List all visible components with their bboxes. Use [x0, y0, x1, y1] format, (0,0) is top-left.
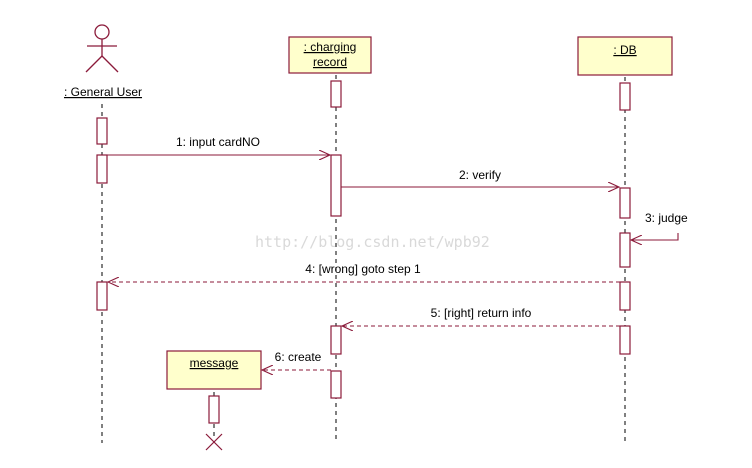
activation-user-2 [96, 154, 108, 184]
message-1: 1: input cardNO [107, 135, 330, 155]
charging-record-label-line1: : charging [304, 40, 357, 54]
object-message: message [166, 350, 262, 451]
object-db: : DB [577, 36, 673, 76]
destroy-x-icon [205, 433, 223, 451]
message-6: 6: create [262, 350, 331, 370]
activation-db-4 [619, 281, 631, 311]
watermark: http://blog.csdn.net/wpb92 [255, 233, 490, 251]
activation-record-2 [330, 154, 342, 217]
activation-db-3 [619, 232, 631, 268]
db-box [577, 36, 673, 76]
message-2-label: 2: verify [459, 168, 501, 182]
charging-record-label-line2: record [313, 55, 347, 69]
activation-record-3 [330, 325, 342, 355]
message-5-label: 5: [right] return info [431, 306, 532, 320]
activation-db-2 [619, 187, 631, 219]
message-box [166, 350, 262, 390]
activation-user-1 [96, 117, 108, 145]
actor-general-user: : General User [64, 24, 142, 99]
activation-db-5 [619, 325, 631, 355]
message-1-label: 1: input cardNO [176, 135, 260, 149]
actor-leg-left [85, 55, 103, 73]
message-6-label: 6: create [275, 350, 322, 364]
actor-leg-right [101, 55, 119, 73]
message-4-label: 4: [wrong] goto step 1 [305, 262, 421, 276]
actor-head-icon [94, 24, 110, 40]
activation-db-1 [619, 82, 631, 111]
message-label: message [190, 356, 239, 370]
message-3: 3: judge [631, 211, 688, 240]
message-2: 2: verify [341, 168, 619, 187]
message-3-arrow [631, 233, 679, 240]
activation-user-3 [96, 281, 108, 311]
message-4: 4: [wrong] goto step 1 [108, 262, 620, 282]
actor-label: : General User [64, 85, 142, 99]
message-3-label: 3: judge [645, 211, 688, 225]
activation-record-1 [330, 80, 342, 108]
message-5: 5: [right] return info [342, 306, 620, 326]
charging-record-box [288, 36, 372, 74]
watermark-text: http://blog.csdn.net/wpb92 [255, 233, 490, 251]
db-label: : DB [613, 43, 636, 57]
object-charging-record: : charging record [288, 36, 372, 74]
activation-message-1 [208, 395, 220, 424]
activation-record-4 [330, 370, 342, 399]
